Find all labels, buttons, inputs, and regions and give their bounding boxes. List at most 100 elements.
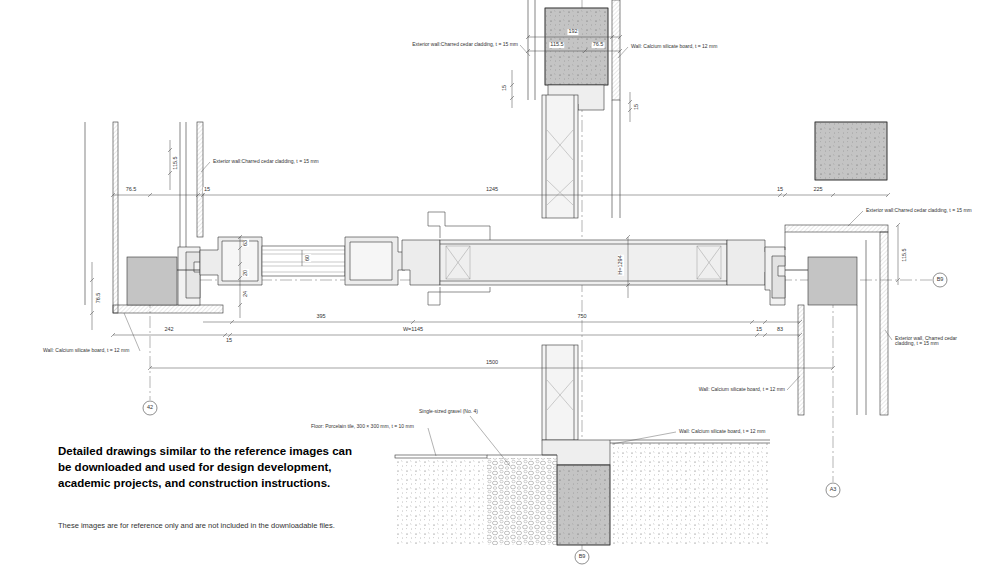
floor-section [557,465,610,545]
right-wall [785,232,786,250]
left-wall [180,122,181,257]
material-note: Wall: Calcium silicate board, t = 12 mm [678,429,766,434]
window-frame [697,246,721,279]
floor-section [395,345,770,545]
leader-line [612,432,676,444]
floor-section [487,455,557,456]
grid-bubble [826,483,840,497]
window-frame [402,240,440,285]
floor-section [547,380,573,410]
dimension-line [626,235,630,287]
dimension-line [510,83,514,100]
floor-section [574,345,575,440]
window-frame [785,270,808,271]
dimension: 76.5 [96,292,102,305]
dimension-line [168,148,172,175]
left-wall [186,252,200,298]
material-note: Wall: Calcium silicate board, t = 12 mm [698,387,786,392]
upper-wall [546,95,547,218]
dimension-line [90,35,900,370]
left-wall [178,247,200,305]
grid-bubble [143,401,157,415]
dimension: 15 [203,187,211,193]
leader-line [470,416,510,466]
window-frame [350,242,392,280]
upper-wall [535,0,536,100]
grid-label: 42 [147,405,153,411]
dimension: 1245 [485,187,499,193]
left-wall [113,305,223,313]
dimension-line [628,100,632,112]
grid-label: B9 [937,277,944,283]
floor-section [610,443,770,545]
window-frame [262,250,345,272]
material-note: Wall: Calcium silicate board, t = 12 mm [42,348,130,353]
promo-text: Detailed drawings similar to the referen… [58,443,358,491]
window-frame [765,247,785,305]
right-wall [815,122,887,180]
leader-line [124,313,140,351]
left-wall [85,122,86,305]
dimension: 60 [305,254,311,262]
window-frame [446,246,470,279]
dimension: 115.5 [902,247,908,262]
dimension: 83 [776,327,784,333]
right-wall [785,122,888,415]
window-frame [200,237,262,285]
window-frame [440,281,727,282]
dimension: 76.5 [592,42,605,48]
grid-line [833,296,834,482]
dimension-line [230,320,802,324]
window-frame [262,272,345,273]
dimension-line [113,335,800,336]
upper-wall [574,95,575,218]
dimension: 15 [225,338,233,344]
dimension-line [528,51,620,52]
floor-section [542,345,578,440]
left-wall [113,122,118,313]
window-frame [262,250,345,251]
dimension-line [150,368,833,369]
left-wall [197,122,203,237]
dimension-line [111,333,802,337]
right-wall [866,240,867,415]
material-note: Floor: Porcelain tile, 300 × 300 mm, t =… [310,424,415,429]
right-wall [857,305,858,415]
dimension: 20 [243,269,249,277]
window-frame [345,237,405,285]
dimension: 15 [634,103,640,111]
dimension: 192 [567,29,578,35]
window-frame [697,246,721,279]
dimension: 15 [776,187,784,193]
dimension-line [630,92,631,122]
dimension-line [148,366,835,370]
dimension-line [90,278,94,315]
window-frame [262,254,345,255]
dimension-line [170,140,171,190]
window-frame [727,240,770,285]
upper-wall [612,0,620,100]
material-note: Single-sized gravel (No. 4) [418,409,479,414]
dimension: 115.5 [173,155,179,170]
grid-bubble [143,273,947,564]
leader-line [885,330,892,340]
dimension-line [628,237,629,298]
right-wall [880,232,888,415]
dimension-line [203,322,800,323]
left-wall [85,122,223,313]
handle-bracket [445,226,490,240]
dimension: 115.5 [549,42,564,48]
right-wall [815,122,887,180]
leader-line [618,47,628,58]
upper-wall [542,95,578,218]
dimension-line [111,193,890,197]
grid-label: A3 [830,487,837,493]
dimension: 63 [243,239,249,247]
window-frame [440,244,727,245]
dimension: 1500 [485,360,499,366]
dimension-line [898,225,899,285]
upper-wall [528,0,529,100]
floor-section [487,458,557,545]
window-frame [262,262,345,263]
leader-line [787,376,800,390]
